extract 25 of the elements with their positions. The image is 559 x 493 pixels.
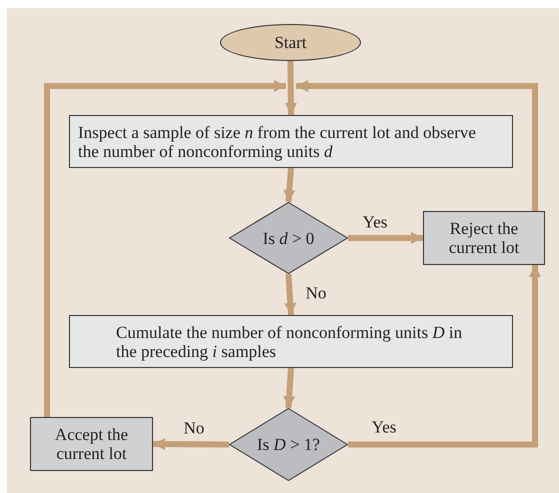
process-box <box>69 115 513 168</box>
arrow <box>283 168 296 202</box>
decision-text: Is d > 0 <box>262 228 314 248</box>
arrow <box>283 368 296 408</box>
process-text: Accept the current lot <box>54 425 130 463</box>
decision-diamond <box>229 408 348 481</box>
edge-label: Yes <box>362 214 388 230</box>
decision-text: Is D > 1? <box>257 435 320 454</box>
edge-label: Yes <box>370 418 398 436</box>
arrow <box>284 274 296 316</box>
outcome-box <box>423 211 545 265</box>
arrow <box>348 265 541 448</box>
edge-label: No <box>304 284 328 302</box>
terminal-text: Start <box>274 33 307 52</box>
decision-diamond <box>229 202 348 274</box>
process-text: Cumulate the number of nonconforming units D in the preceding i samples <box>116 322 464 360</box>
arrow <box>348 232 423 244</box>
edge-label: No <box>182 420 206 436</box>
arrow <box>152 438 230 450</box>
outcome-box <box>30 417 153 471</box>
process-text: Reject the current lot <box>448 219 520 257</box>
process-text: Inspect a sample of size n from the current lot and observe the number of nonconforming units d <box>78 122 476 160</box>
process-box <box>69 315 513 368</box>
arrow <box>44 80 286 417</box>
arrow <box>296 80 538 211</box>
